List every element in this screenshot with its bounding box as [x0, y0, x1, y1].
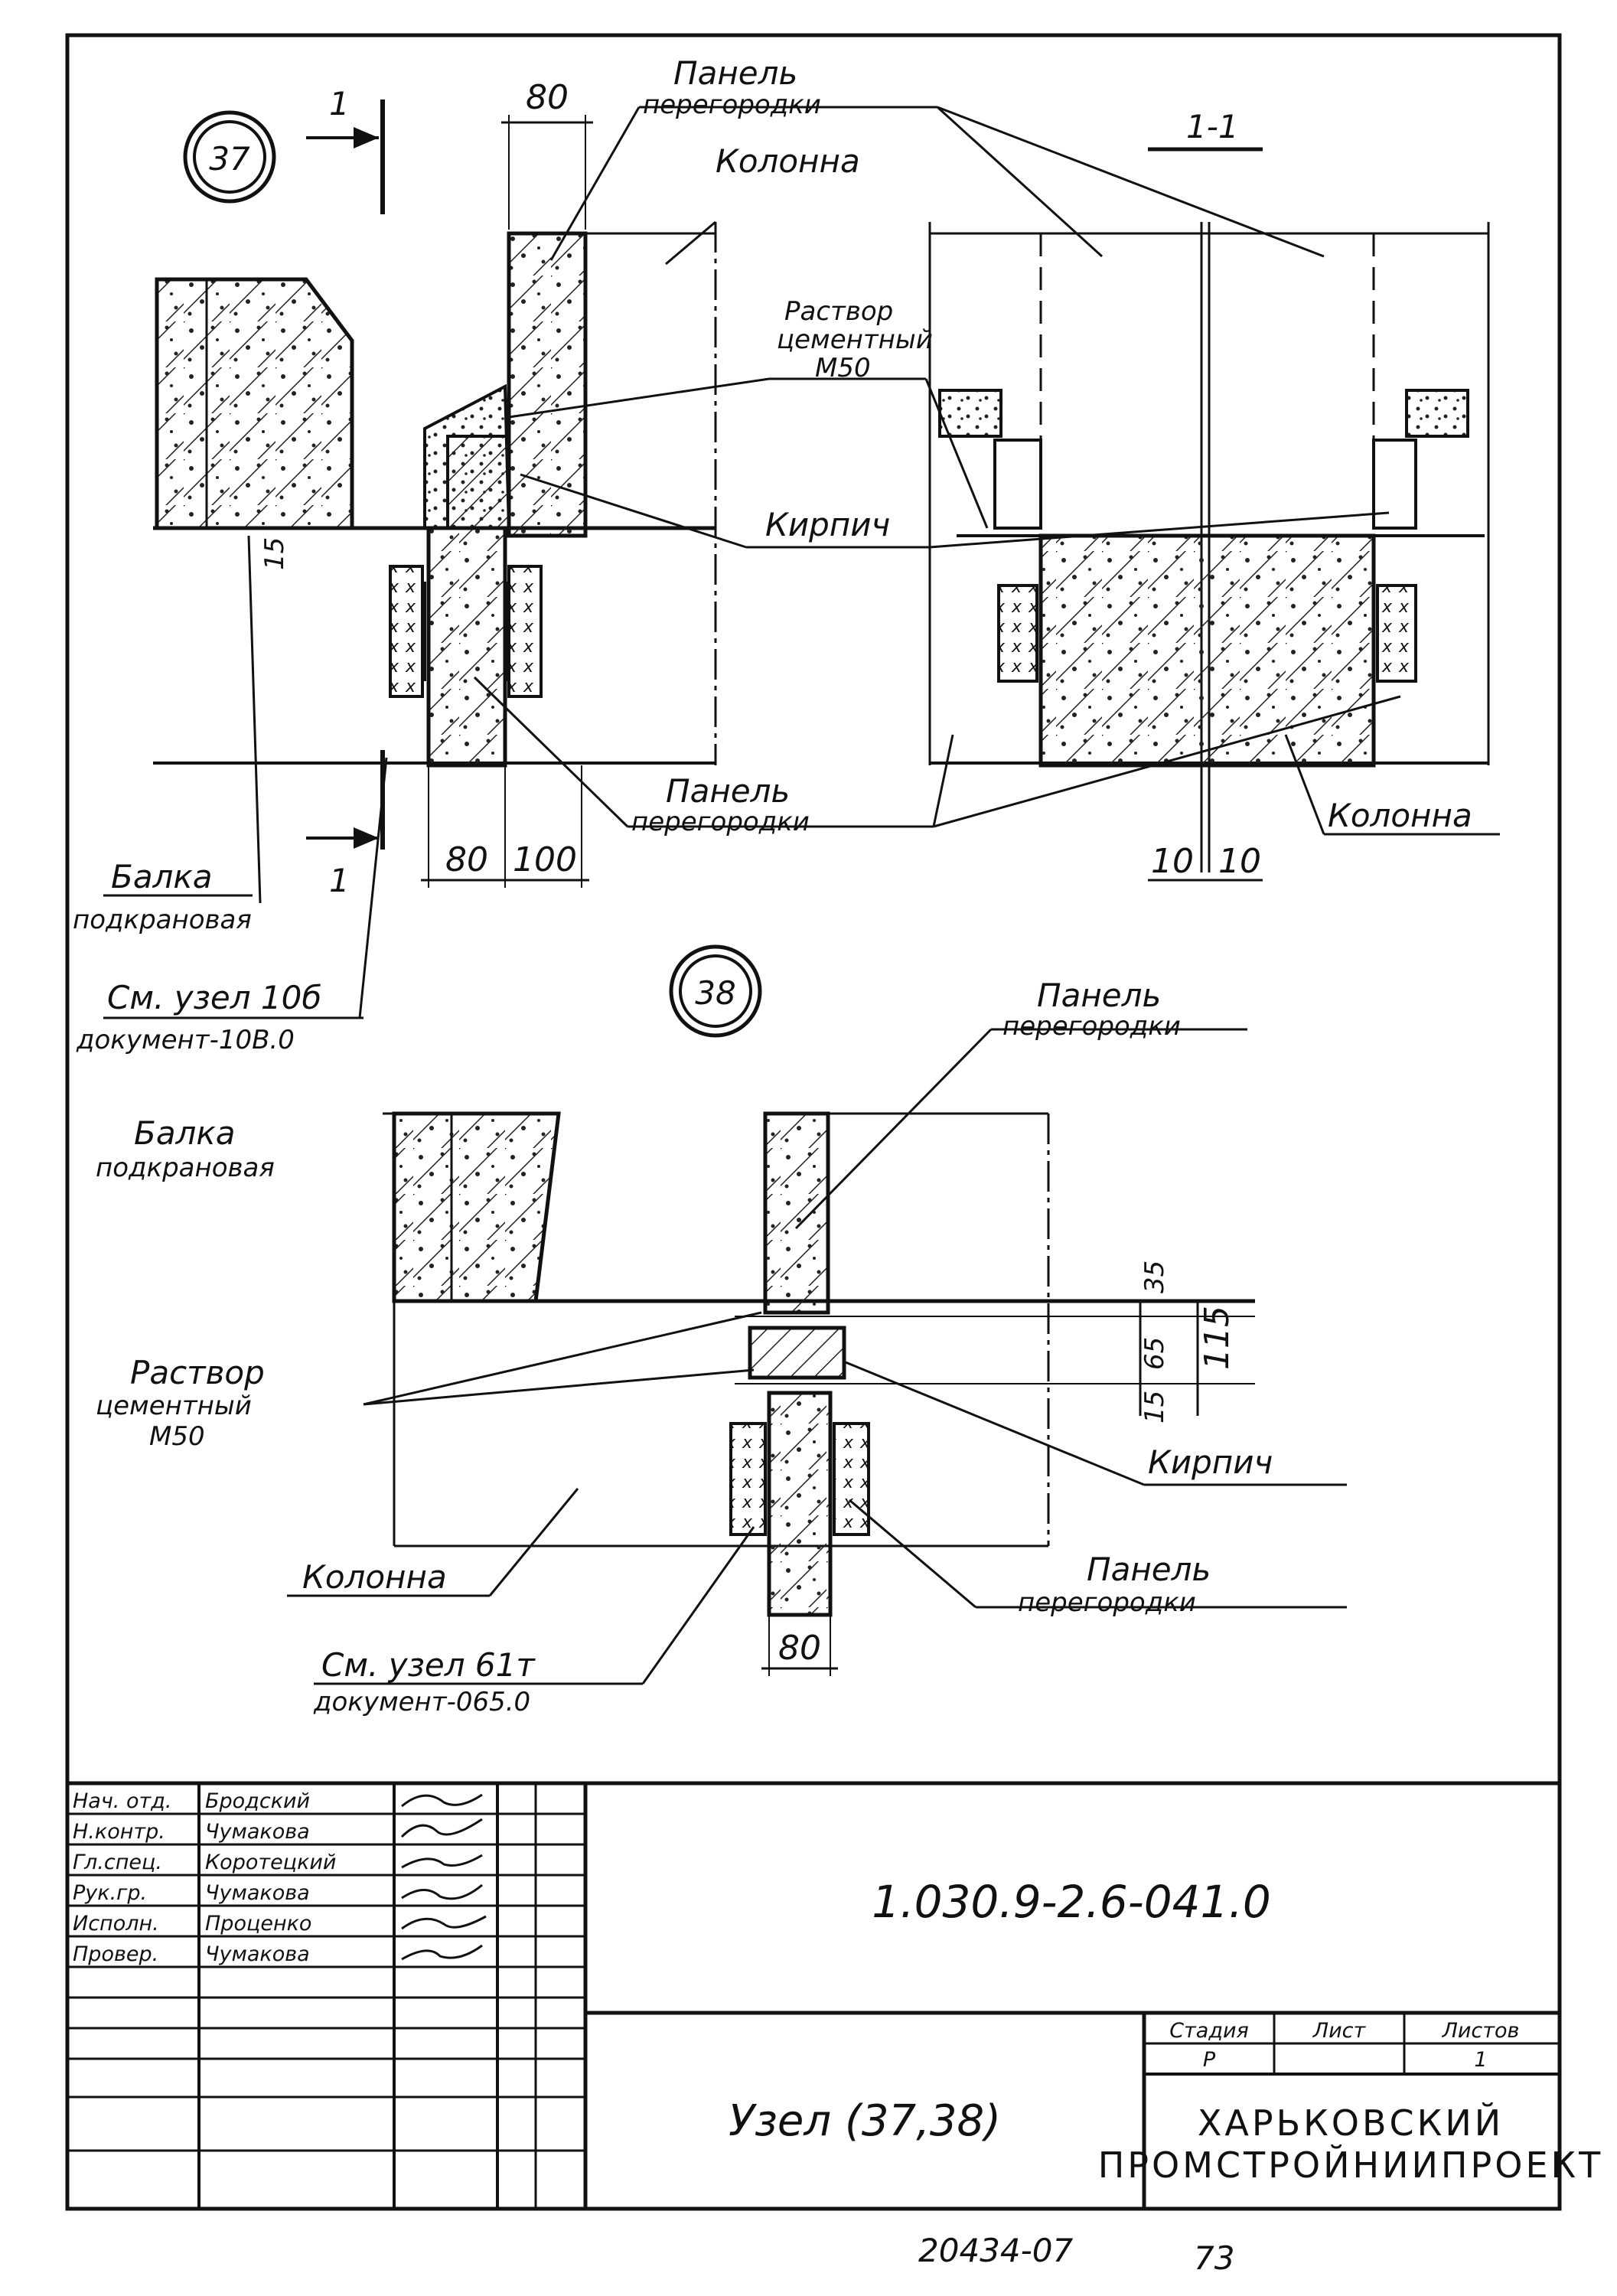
label-beam-2b: подкрановая	[96, 1153, 275, 1183]
label-beam-2a: Балка	[134, 1114, 236, 1152]
name-5: Чумакова	[205, 1942, 310, 1966]
label-beam-1b: подкрановая	[73, 905, 252, 935]
dim-100: 100	[513, 840, 577, 879]
sheets-value: 1	[1474, 2048, 1487, 2072]
label-mortar-1c: М50	[815, 353, 871, 383]
role-0: Нач. отд.	[73, 1789, 171, 1813]
node-37-detail: 37 1 1 80	[153, 78, 717, 899]
sheet-frame	[65, 33, 1562, 2211]
crane-beam-section	[155, 277, 354, 530]
label-panel-partition-3b: перегородки	[1002, 1011, 1181, 1042]
section-title: 1-1	[1186, 108, 1239, 145]
dim-10-left: 10	[1151, 842, 1194, 881]
label-mortar-2b: цементный	[96, 1391, 252, 1421]
role-3: Рук.гр.	[73, 1881, 147, 1905]
label-brick-1: Кирпич	[765, 506, 890, 543]
label-column-1: Колонна	[716, 142, 860, 180]
label-column-2: Колонна	[1328, 797, 1472, 834]
role-4: Исполн.	[73, 1912, 159, 1936]
node-37-number: 37	[209, 140, 250, 178]
node-37-marker	[183, 110, 276, 204]
dim-15-node37: 15	[259, 537, 290, 570]
crane-beam-node38	[392, 1111, 561, 1303]
dim-80-bottom: 80	[445, 840, 488, 879]
label-column-3: Колонна	[302, 1558, 447, 1596]
node-38-detail: 38 35 65 15 115 80	[383, 944, 1255, 1676]
role-1: Н.контр.	[73, 1820, 165, 1844]
signatures	[400, 1793, 487, 1961]
sheet-header: Лист	[1312, 2019, 1367, 2043]
dim-10-right: 10	[1218, 842, 1261, 881]
name-1: Чумакова	[205, 1820, 310, 1844]
label-mortar-1b: цементный	[777, 325, 933, 355]
partition-panel-upper-38	[763, 1111, 830, 1315]
label-panel-partition-1b: перегородки	[643, 90, 821, 120]
label-panel-partition-4b: перегородки	[1018, 1587, 1196, 1618]
dim-80-node38: 80	[778, 1629, 821, 1668]
section-cut-label-top: 1	[329, 85, 350, 122]
partition-panel-lower-38	[767, 1391, 833, 1617]
label-ref37-a: См. узел 10б	[107, 979, 321, 1016]
label-mortar-1a: Раствор	[784, 296, 893, 327]
drawing-title: Узел (37,38)	[729, 2096, 1001, 2146]
label-brick-2: Кирпич	[1148, 1443, 1273, 1481]
upper-partition-panel	[507, 231, 588, 538]
leader-lines-node38	[287, 1028, 1347, 1685]
section-cut-label-bottom: 1	[329, 862, 350, 899]
label-panel-partition-3a: Панель	[1037, 977, 1161, 1014]
name-4: Проценко	[205, 1912, 311, 1936]
dim-65: 65	[1139, 1337, 1170, 1370]
name-3: Чумакова	[205, 1881, 310, 1905]
role-2: Гл.спец.	[73, 1851, 162, 1874]
section-panel	[1038, 533, 1376, 768]
label-mortar-2c: М50	[149, 1421, 205, 1452]
dim-115: 115	[1198, 1306, 1237, 1370]
leader-lines-top	[247, 106, 1500, 1019]
node-38-number: 38	[695, 974, 735, 1012]
brick-38	[748, 1326, 846, 1380]
org-name-line2: ПРОМСТРОЙНИИПРОЕКТ	[1098, 2144, 1604, 2186]
dim-80-top: 80	[526, 78, 569, 117]
section-1-1-detail: 1-1 10 10	[928, 108, 1490, 882]
label-mortar-2a: Раствор	[130, 1354, 265, 1391]
name-2: Коротецкий	[205, 1851, 336, 1874]
dim-35: 35	[1139, 1261, 1170, 1293]
label-panel-partition-2a: Панель	[666, 772, 790, 810]
label-panel-partition-1a: Панель	[673, 54, 797, 92]
label-ref38-a: См. узел 61т	[321, 1646, 536, 1684]
page-number: 73	[1194, 2239, 1234, 2277]
title-block	[67, 1781, 1560, 2209]
org-name-line1: ХАРЬКОВСКИЙ	[1198, 2102, 1504, 2144]
stage-value: Р	[1203, 2048, 1216, 2072]
label-ref37-b: документ-10В.0	[76, 1025, 295, 1055]
stage-header: Стадия	[1169, 2019, 1249, 2043]
title-block-rows: Нач. отд. Н.контр. Гл.спец. Рук.гр. Испо…	[73, 1789, 487, 1966]
sheets-header: Листов	[1442, 2019, 1520, 2043]
lower-partition-panel	[426, 526, 507, 768]
label-ref38-b: документ-065.0	[313, 1687, 530, 1717]
role-5: Провер.	[73, 1942, 158, 1966]
node-38-marker	[669, 944, 762, 1038]
name-0: Бродский	[205, 1789, 310, 1813]
label-panel-partition-4a: Панель	[1087, 1551, 1211, 1588]
label-panel-partition-2b: перегородки	[631, 807, 810, 837]
brick-support	[446, 435, 510, 530]
document-code: 1.030.9-2.6-041.0	[872, 1876, 1271, 1928]
archive-number: 20434-07	[918, 2232, 1073, 2269]
dim-15: 15	[1139, 1391, 1170, 1424]
label-beam-1a: Балка	[111, 858, 213, 895]
